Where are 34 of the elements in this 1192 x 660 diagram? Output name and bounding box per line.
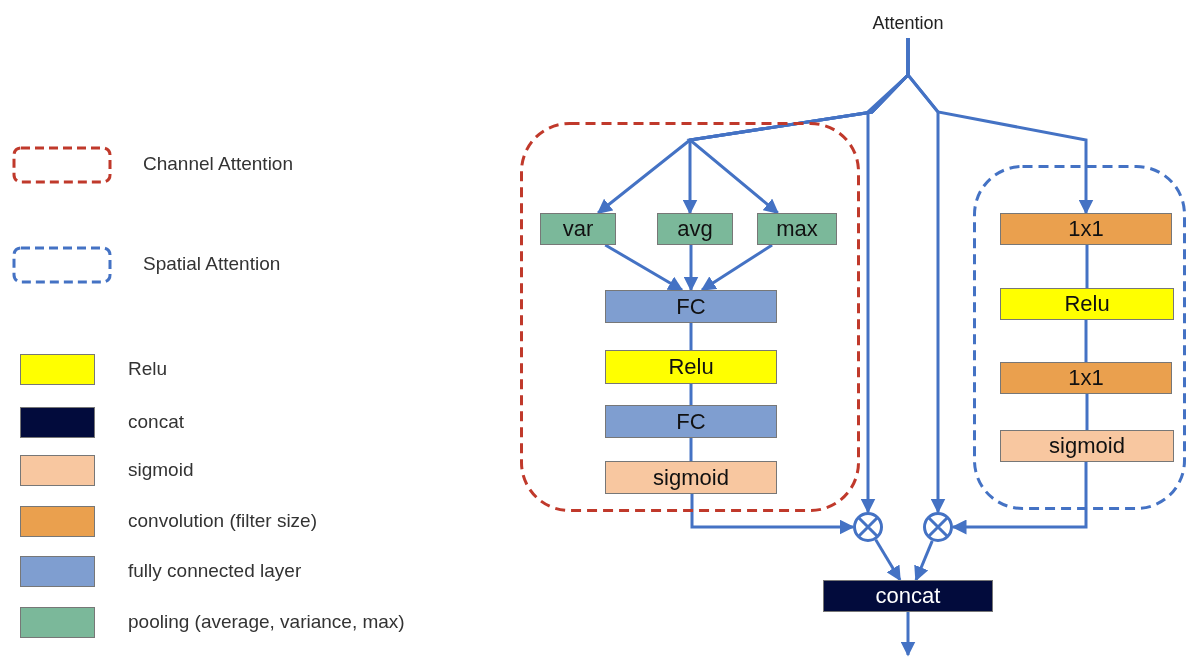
arrow: [690, 494, 855, 535]
arrow: [683, 245, 699, 292]
layer-box: FC: [605, 290, 777, 323]
layer-box: sigmoid: [1000, 430, 1174, 462]
layer-box: var: [540, 213, 616, 245]
layer-box: 1x1: [1000, 362, 1172, 394]
arrow: [951, 462, 1088, 535]
layer-box: avg: [657, 213, 733, 245]
legend-label: pooling (average, variance, max): [128, 611, 405, 633]
arrow: [604, 243, 684, 292]
dashed-group-box: [973, 165, 1186, 510]
legend-label: sigmoid: [128, 459, 194, 481]
arrow: [700, 243, 773, 292]
layer-box: sigmoid: [605, 461, 777, 494]
arrow: [906, 38, 1094, 215]
dashed-group-box: [520, 122, 860, 512]
layer-box: concat: [823, 580, 993, 612]
arrow: [900, 612, 916, 657]
layer-box: Relu: [1000, 288, 1174, 320]
layer-box: Relu: [605, 350, 777, 384]
input-label: Attention: [872, 12, 944, 34]
legend-label: Spatial Attention: [143, 253, 281, 275]
multiply-circle: [853, 512, 883, 542]
legend-label: Relu: [128, 358, 168, 380]
multiply-circle: [923, 512, 953, 542]
layer-box: 1x1: [1000, 213, 1172, 245]
layer-box: FC: [605, 405, 777, 438]
legend-label: convolution (filter size): [128, 510, 318, 532]
arrow: [914, 540, 934, 582]
legend-label: concat: [128, 411, 184, 433]
layer-box: max: [757, 213, 837, 245]
arrow: [874, 539, 902, 582]
legend-label: fully connected layer: [128, 560, 302, 582]
legend-label: Channel Attention: [143, 153, 293, 175]
